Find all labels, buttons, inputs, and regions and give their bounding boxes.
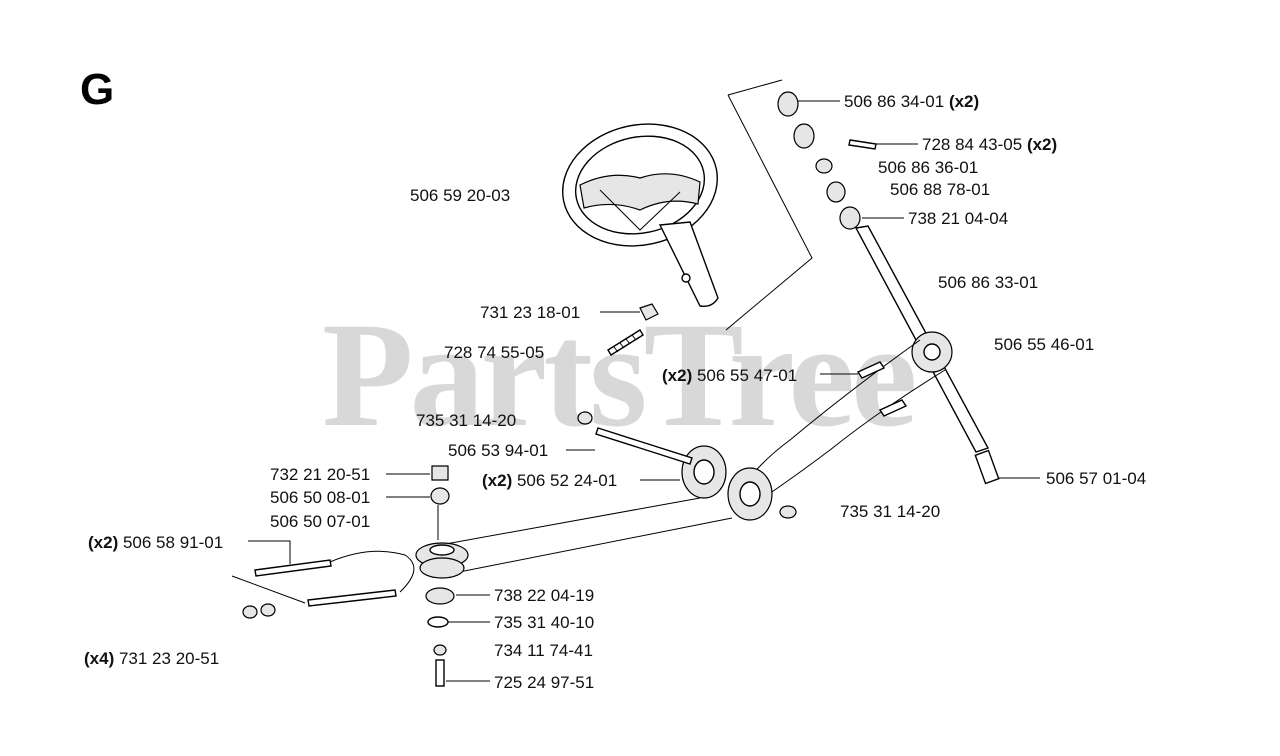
callout-c8[interactable]: 731 23 18-01 [480,303,580,322]
rods-506-58-91-01[interactable] [254,550,415,607]
washer-734-11-74-41[interactable] [433,644,447,656]
bolt-725-24-97-51[interactable] [435,659,445,687]
axle-506-53-94-01[interactable] [595,427,693,465]
callout-c14[interactable]: 732 21 20-51 [270,465,370,484]
steering-shaft-part[interactable] [854,225,1000,485]
callout-c19[interactable]: 506 50 07-01 [270,512,370,531]
bushing-stack[interactable] [777,91,877,230]
callout-c10[interactable]: 728 74 55-05 [444,343,544,362]
callout-c3[interactable]: 506 86 36-01 [878,158,978,177]
callout-c7[interactable]: 506 86 33-01 [938,273,1038,292]
callout-c11[interactable]: (x2) 506 55 47-01 [662,366,797,385]
section-letter: G [80,65,114,114]
callout-c24[interactable]: (x4) 731 23 20-51 [84,649,219,668]
callout-c16[interactable]: 506 57 01-04 [1046,469,1146,488]
nut-732-21-20-51[interactable] [431,465,449,481]
callout-c4[interactable]: 506 88 78-01 [890,180,990,199]
pulley-pair[interactable] [681,445,773,521]
callout-c20[interactable]: (x2) 506 58 91-01 [88,533,223,552]
callout-c2[interactable]: 728 84 43-05 (x2) [922,135,1057,154]
watermark: PartsTree [322,292,914,458]
callout-c13[interactable]: 506 53 94-01 [448,441,548,460]
washer-735-31-14-20-top[interactable] [577,411,593,425]
callout-c22[interactable]: 735 31 40-10 [494,613,594,632]
callout-c12[interactable]: 735 31 14-20 [416,411,516,430]
callout-c15[interactable]: (x2) 506 52 24-01 [482,471,617,490]
circlip-735-31-40-10[interactable] [427,616,449,628]
nuts-731-23-20-51[interactable] [242,603,276,619]
bolt-728-74-55-05[interactable] [607,329,644,356]
callout-c9[interactable]: 506 55 46-01 [994,335,1094,354]
callout-c17[interactable]: 506 50 08-01 [270,488,370,507]
steering-wheel-part[interactable] [551,110,729,308]
pulley-lower[interactable] [415,542,469,579]
bearing-738-22-04-19[interactable] [425,587,455,605]
washer-735-31-14-20-right[interactable] [779,505,797,519]
leader-lines [248,100,1040,682]
callout-c23[interactable]: 734 11 74-41 [494,641,593,660]
callout-c21[interactable]: 738 22 04-19 [494,586,594,605]
callout-c1[interactable]: 506 86 34-01 (x2) [844,92,979,111]
callout-c6[interactable]: 506 59 20-03 [410,186,510,205]
callout-c5[interactable]: 738 21 04-04 [908,209,1008,228]
callout-c18[interactable]: 735 31 14-20 [840,502,940,521]
spacer-506-50-08-01[interactable] [430,487,450,505]
nut-731-23-18-01[interactable] [639,303,659,321]
callout-c25[interactable]: 725 24 97-51 [494,673,594,692]
